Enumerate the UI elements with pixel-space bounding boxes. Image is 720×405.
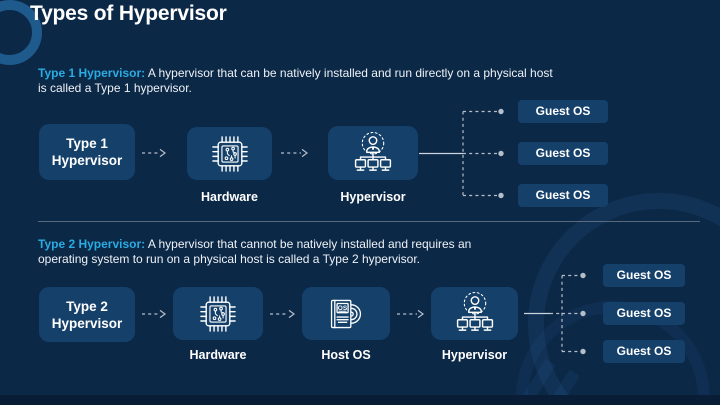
type1-hypervisor-box: Type 1 Hypervisor [39, 124, 135, 180]
type1-box-label-line2: Hypervisor [51, 153, 123, 168]
type2-hardware-label: Hardware [189, 348, 247, 362]
type2-bracket [550, 274, 579, 353]
type2-desc-line2: operating system to run on a physical ho… [38, 251, 420, 266]
type2-description: Type 2 Hypervisor: A hypervisor that can… [38, 237, 658, 266]
host-os-icon [323, 293, 369, 335]
chip-icon [209, 133, 251, 175]
type1-guest-os-2: Guest OS [518, 142, 608, 165]
type1-description: Type 1 Hypervisor: A hypervisor that can… [38, 66, 658, 95]
type2-box-label-line1: Type 2 [66, 298, 108, 314]
type1-hypervisor-label: Hypervisor [340, 190, 406, 204]
type2-guest-os-1: Guest OS [603, 264, 685, 287]
type2-guest-os-2: Guest OS [603, 302, 685, 325]
type2-host-os-box [302, 287, 390, 340]
type1-hardware-label: Hardware [201, 190, 258, 204]
type2-dashed-arrow-2 [270, 309, 296, 319]
type2-bracket-dots [580, 272, 586, 355]
type1-bracket-dots [498, 108, 504, 199]
type1-box-label-line1: Type 1 [66, 136, 108, 151]
type1-dashed-arrow-1 [142, 148, 167, 158]
type1-desc-line1: A hypervisor that can be natively instal… [145, 66, 553, 80]
chip-icon [197, 293, 239, 335]
type2-host-os-label: Host OS [321, 348, 371, 362]
decor-ring-large [528, 193, 720, 405]
type2-guest-os-3: Guest OS [603, 340, 685, 363]
type2-hypervisor-node-box [431, 287, 518, 340]
type1-hardware-box [187, 127, 272, 180]
type2-heading: Type 2 Hypervisor: [38, 237, 146, 251]
logo-ring-icon [0, 0, 42, 65]
type2-hypervisor-label: Hypervisor [441, 348, 508, 362]
type2-dashed-arrow-3 [397, 309, 425, 319]
type1-guest-os-3: Guest OS [518, 184, 608, 207]
bottom-band [0, 395, 720, 405]
type1-desc-line2: is called a Type 1 hypervisor. [38, 80, 192, 95]
hypervisor-icon [348, 131, 398, 176]
type1-dashed-arrow-2 [281, 148, 309, 158]
type2-hardware-box [173, 287, 263, 340]
type1-guest-os-1: Guest OS [518, 100, 608, 123]
type1-bracket [462, 110, 497, 197]
type2-box-label-line2: Hypervisor [51, 315, 123, 331]
page-title: Types of Hypervisor [30, 2, 227, 25]
type2-desc-line1: A hypervisor that cannot be natively ins… [145, 237, 472, 251]
type2-dashed-arrow-1 [142, 309, 167, 319]
type2-hypervisor-box: Type 2 Hypervisor [39, 287, 135, 342]
section-divider [38, 221, 700, 222]
hypervisor-icon [450, 291, 500, 336]
type1-heading: Type 1 Hypervisor: [38, 66, 146, 80]
type1-hypervisor-node-box [328, 126, 418, 180]
